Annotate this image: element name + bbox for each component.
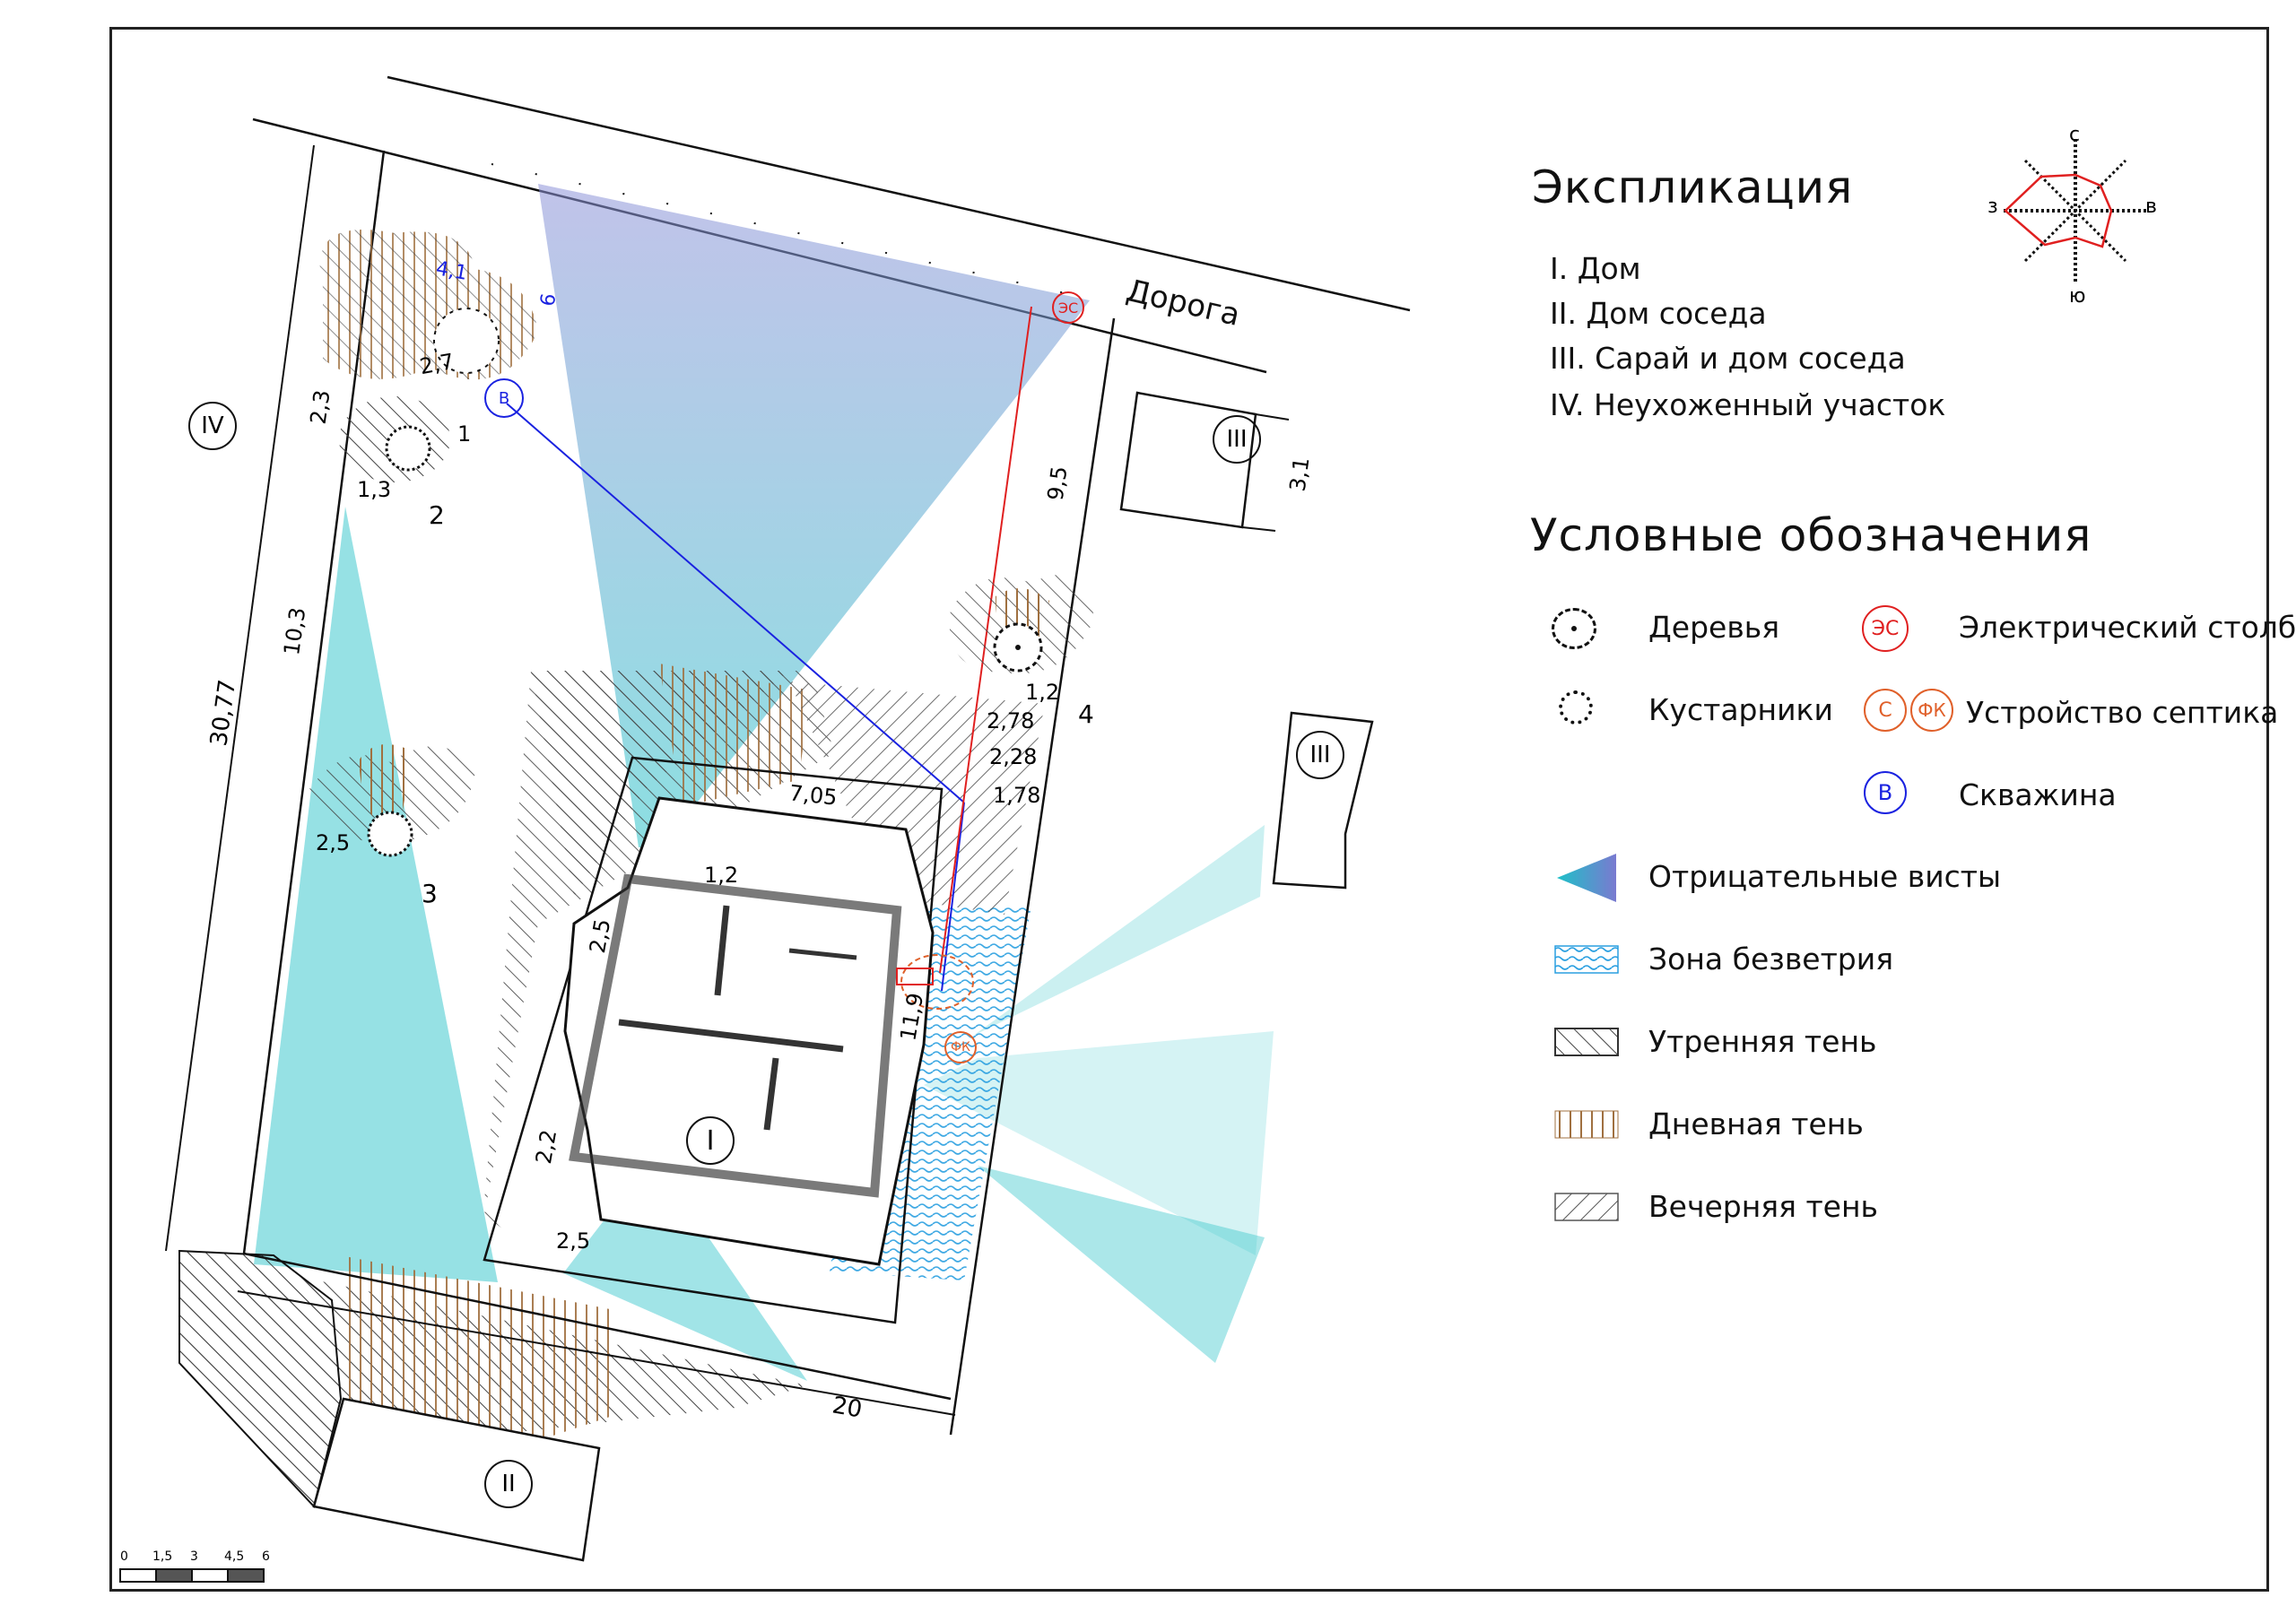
legend-label-well: Скважина [1959,777,2117,812]
well-icon: В [1864,771,1907,814]
tree-group-1 [319,230,538,380]
tree-number-1: 1 [457,421,472,447]
electric-pole-icon: ЭС [1862,605,1909,652]
pole-marker: ЭС [1052,291,1084,324]
compass-north: с [2069,124,2081,146]
dim-178: 1,78 [993,783,1041,808]
legend-title: Условные обозначения [1530,509,2092,561]
tree-group-4 [949,575,1094,674]
legend-label-septic: Устройство септика [1966,695,2279,730]
neighbor-house [178,1249,807,1562]
dim-shed-width: 3,1 [1284,456,1315,493]
legend-label-negative-view: Отрицательные висты [1648,859,2002,894]
legend-label-evening-shadow: Вечерняя тень [1648,1189,1879,1224]
dim-25a: 2,5 [316,830,351,855]
explication-item-4: IV. Неухоженный участок [1550,387,1946,422]
explication-item-1: I. Дом [1550,251,1641,286]
compass-east: в [2145,195,2157,218]
well-line-2 [941,802,965,992]
dim-25c: 2,5 [556,1228,591,1254]
zone-label-house: I [686,1116,735,1165]
dim-bottom: 20 [830,1392,865,1424]
tree-number-4: 4 [1078,699,1094,729]
legend-label-electric-pole: Электрический столб [1959,610,2296,645]
zone-label-shed-2: III [1296,731,1344,779]
septic-icon-fk: ФК [1910,689,1953,732]
explication-title: Экспликация [1532,161,1854,213]
scale-tick-1: 1,5 [152,1549,173,1564]
explication-item-3: III. Сарай и дом соседа [1550,341,1906,376]
legend-label-morning-shadow: Утренняя тень [1648,1024,1877,1059]
shrub-icon [1559,690,1593,725]
legend-label-trees: Деревья [1648,610,1780,645]
septic-marker: ФК [944,1031,977,1063]
dim-12b: 1,2 [1025,680,1060,705]
tree-group-3 [309,744,475,857]
explication-item-2: II. Дом соседа [1550,296,1767,331]
legend-label-shrubs: Кустарники [1648,692,1833,727]
scale-bar [119,1568,265,1583]
septic-icon-c: С [1864,689,1907,732]
windless-zone-icon [1554,945,1619,974]
septic-zone [900,954,974,1010]
compass-rose [2004,139,2147,282]
scale-tick-2: 3 [190,1549,198,1564]
evening-shadow-icon [1554,1193,1619,1221]
septic-box [896,968,934,985]
scale-tick-3: 4,5 [224,1549,245,1564]
scale-tick-4: 6 [262,1549,270,1564]
tree-number-2: 2 [429,500,445,530]
well-marker: В [484,378,524,418]
morning-shadow-icon [1554,1028,1619,1056]
scale-tick-0: 0 [120,1549,128,1564]
dim-705: 7,05 [787,780,839,811]
legend-label-day-shadow: Дневная тень [1648,1107,1864,1141]
compass-south: ю [2069,285,2086,308]
legend-label-windless-zone: Зона безветрия [1648,942,1894,976]
dim-13: 1,3 [357,477,392,502]
negative-view-icon [1557,854,1616,902]
drawing-frame [109,27,2269,1592]
day-shadow-icon [1554,1110,1619,1139]
compass-west: з [1987,195,1998,218]
dim-228: 2,28 [989,744,1038,769]
dim-right-top: 9,5 [1042,464,1073,502]
house-outline [483,756,944,1324]
zone-label-shed-1: III [1213,415,1261,464]
dim-278: 2,78 [987,708,1035,733]
dim-12a: 1,2 [704,863,739,888]
well-line [506,403,965,803]
zone-label-unkempt: IV [188,402,237,450]
tree-icon [1552,608,1596,649]
zone-label-neighbor: II [484,1460,533,1508]
dim-left-upper: 2,3 [305,388,335,426]
tree-number-3: 3 [422,879,438,908]
tree-group-2 [339,396,450,482]
